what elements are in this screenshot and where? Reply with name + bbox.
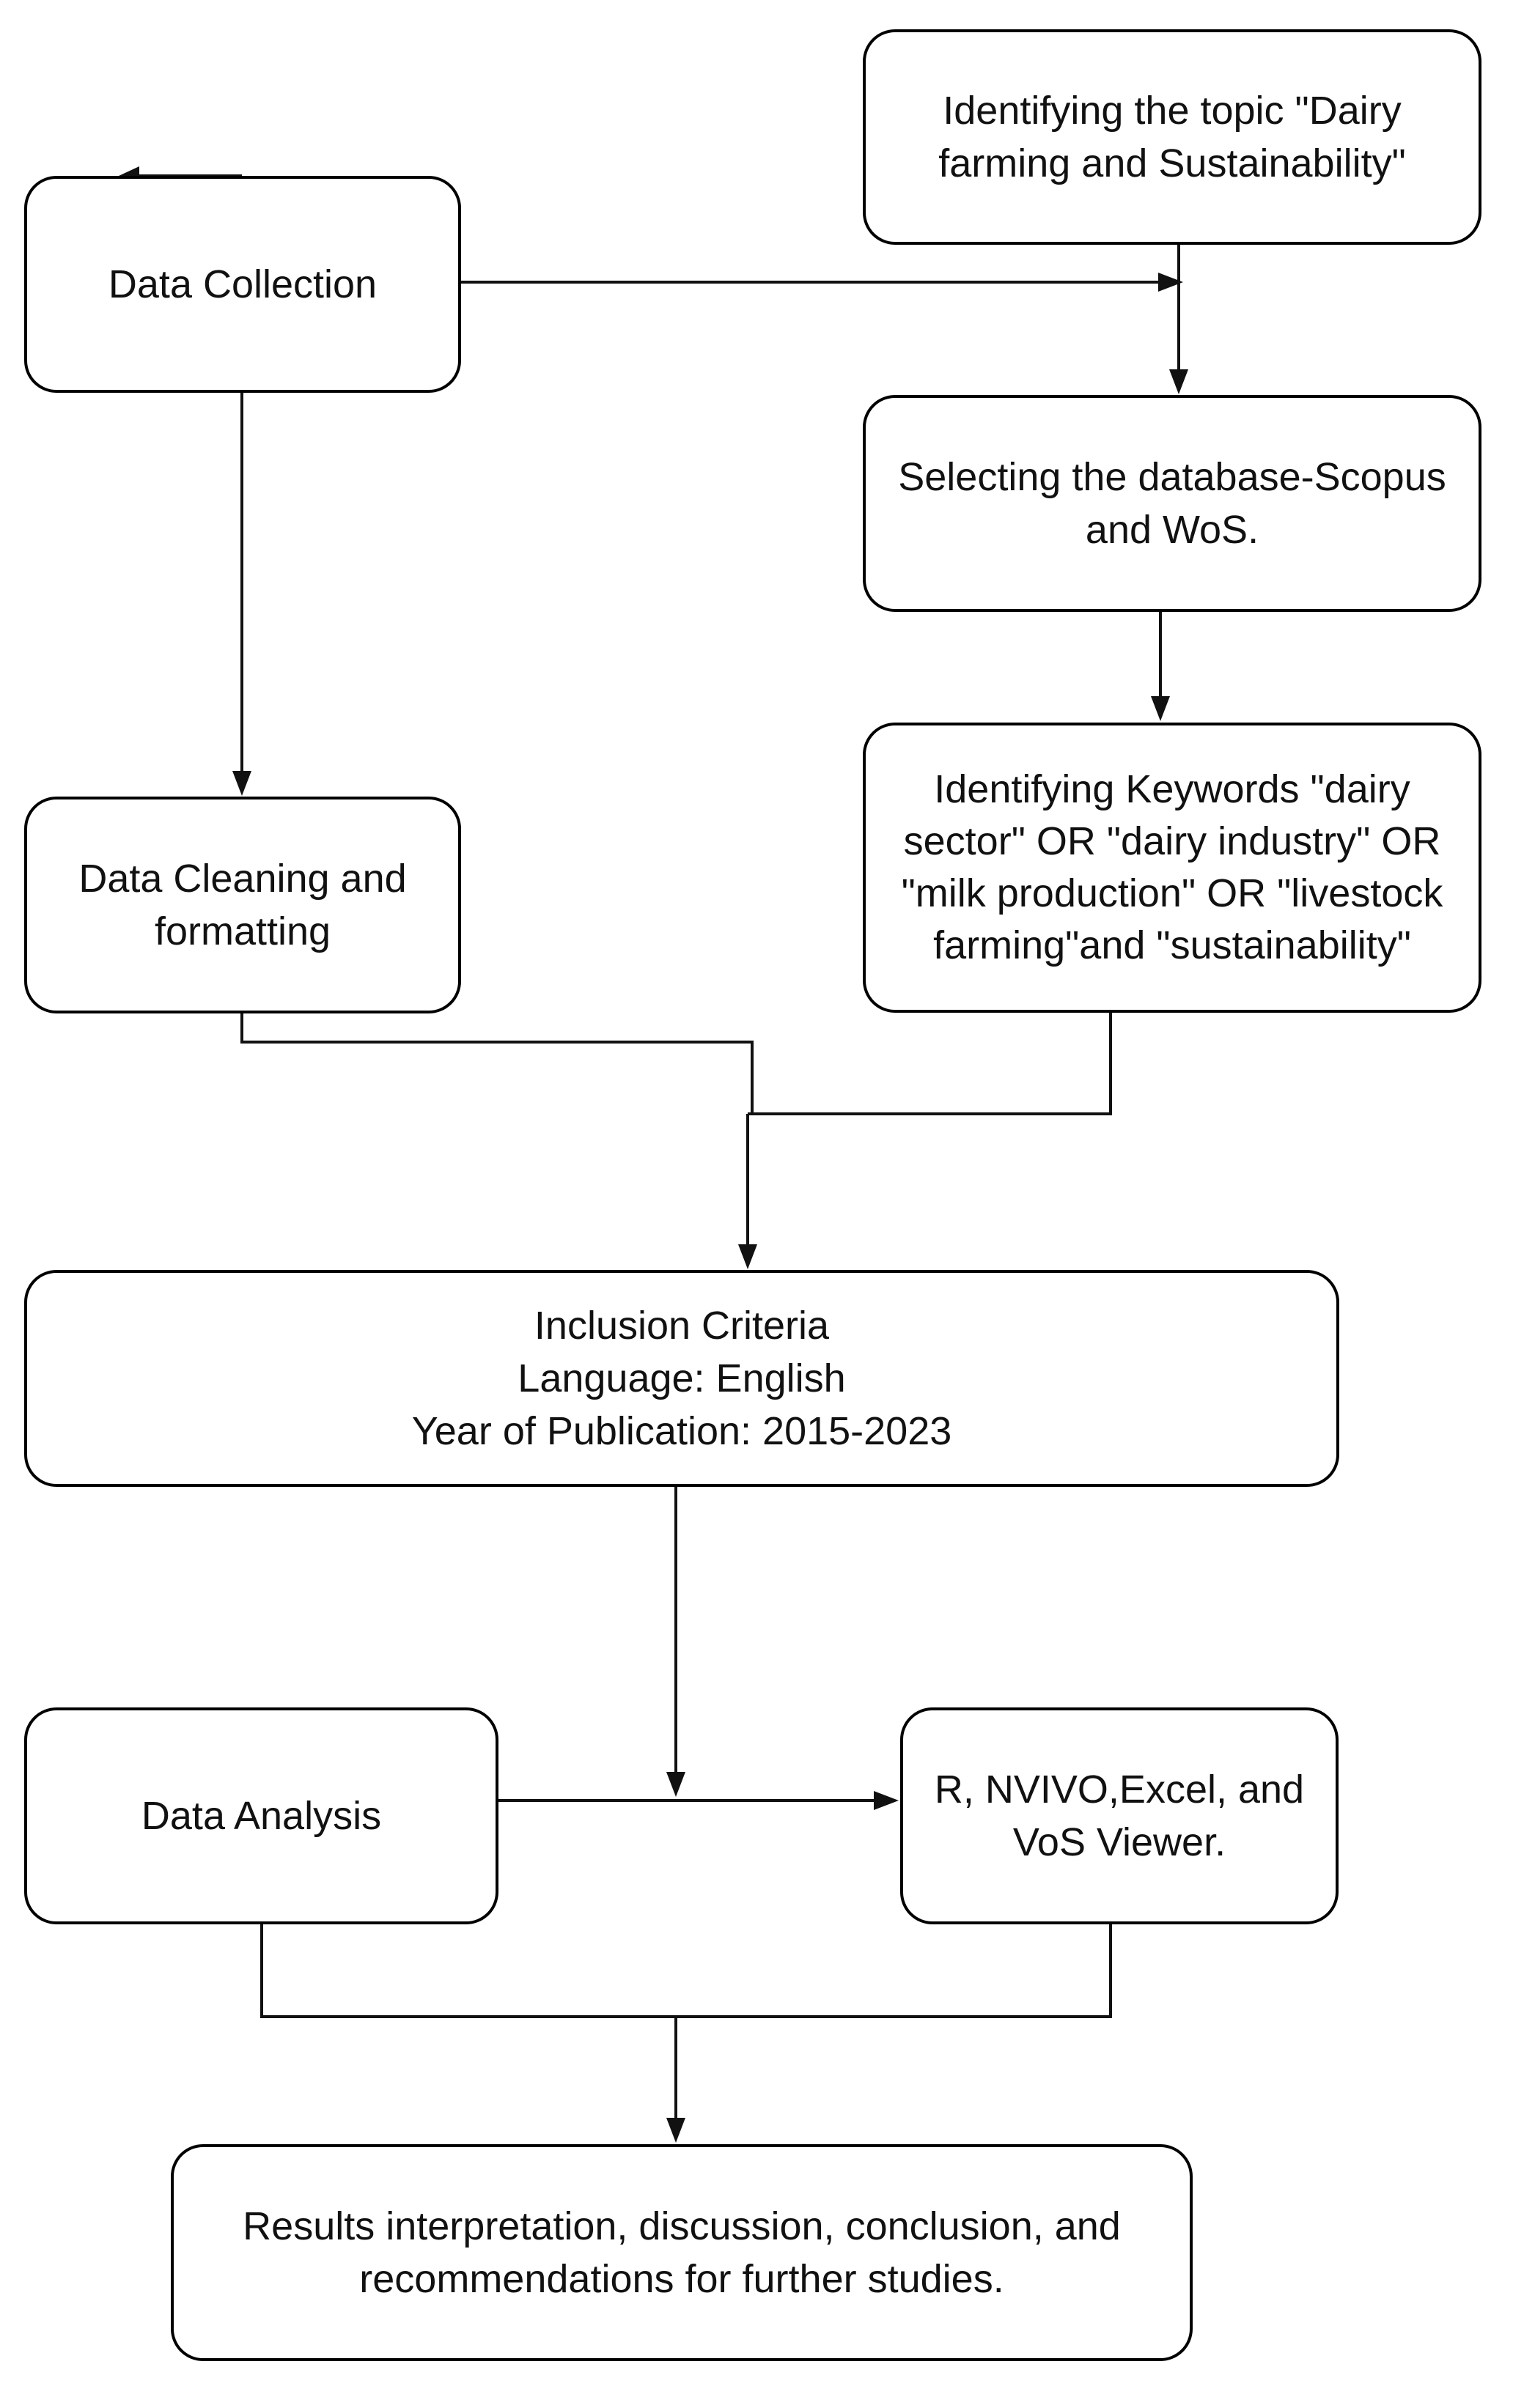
collection-to-cleaning-arrowhead [232, 771, 251, 796]
database-to-keywords-arrowhead [1151, 696, 1170, 721]
identify-topic-text: Identifying the topic "Dairy farming and… [938, 89, 1406, 185]
identify-keywords-text: Identifying Keywords "dairy sector" OR "… [901, 767, 1443, 967]
merge-to-results-arrowhead [666, 2118, 685, 2143]
results-text: Results interpretation, discussion, conc… [243, 2204, 1121, 2301]
data-analysis-node: Data Analysis [24, 1707, 498, 1924]
inclusion-criteria-text: Inclusion Criteria Language: English Yea… [411, 1304, 952, 1453]
select-database-text: Selecting the database-Scopus and WoS. [898, 455, 1446, 552]
data-analysis-text: Data Analysis [141, 1794, 382, 1838]
analysis-to-tools-arrowhead [874, 1791, 899, 1810]
topic-to-database-arrowhead [1169, 369, 1188, 394]
analysis-tools-text: R, NVIVO,Excel, and VoS Viewer. [934, 1768, 1305, 1864]
keywords-to-inclusion-connector [748, 966, 1112, 1115]
merge-to-inclusion-arrowhead [738, 1244, 757, 1269]
data-cleaning-text: Data Cleaning and formatting [78, 857, 407, 953]
data-collection-node: Data Collection [24, 176, 461, 393]
cleaning-to-inclusion-connector [240, 1013, 754, 1114]
data-cleaning-node: Data Cleaning and formatting [24, 797, 461, 1013]
results-node: Results interpretation, discussion, conc… [171, 2144, 1193, 2361]
analysis-tools-merge-connector [260, 1924, 1112, 2018]
identify-topic-node: Identifying the topic "Dairy farming and… [863, 29, 1481, 245]
collection-to-topic-arrowhead [1158, 273, 1183, 292]
inclusion-criteria-node: Inclusion Criteria Language: English Yea… [24, 1270, 1339, 1487]
identify-keywords-node: Identifying Keywords "dairy sector" OR "… [863, 723, 1481, 1013]
inclusion-to-analysis-arrowhead [666, 1772, 685, 1797]
analysis-tools-node: R, NVIVO,Excel, and VoS Viewer. [900, 1707, 1339, 1924]
select-database-node: Selecting the database-Scopus and WoS. [863, 395, 1481, 612]
data-collection-text: Data Collection [108, 262, 378, 306]
